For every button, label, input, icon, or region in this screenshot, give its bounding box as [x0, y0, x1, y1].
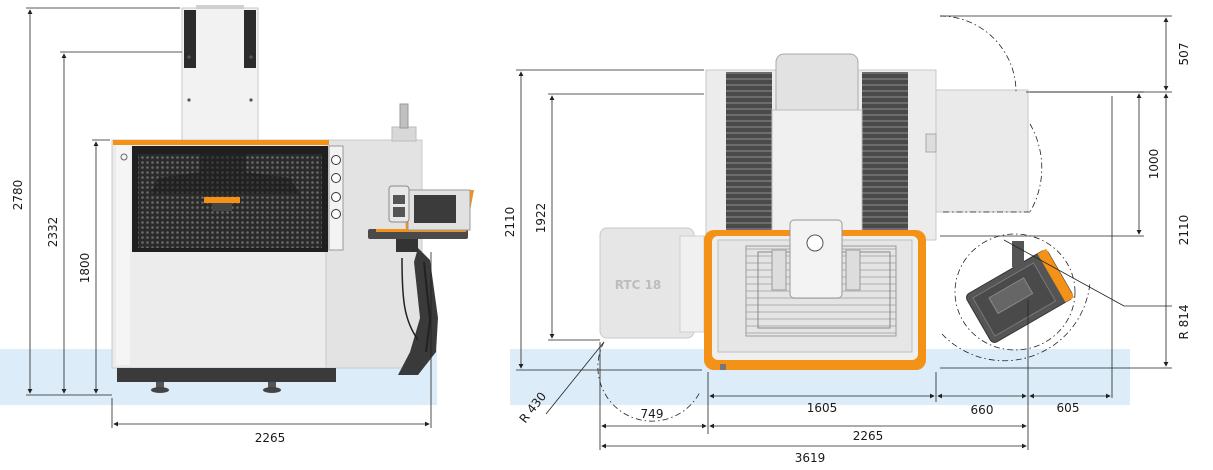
front-dimensions: [26, 7, 432, 428]
generator-cabinet: [935, 89, 1029, 213]
dim-cabinet-depth-label: 1000: [1147, 149, 1161, 180]
dim-height-total-label: 2780: [11, 180, 25, 211]
dim-rtc-width-label: 749: [641, 407, 664, 421]
machine-head-top: [775, 53, 859, 117]
machine-base: [117, 368, 336, 382]
front-view-machine: [111, 5, 474, 393]
dim-height-head-label: 2332: [46, 217, 60, 248]
control-monitor: [388, 185, 474, 232]
swing-arcs: [597, 15, 1091, 422]
top-dimensions: [516, 15, 1172, 450]
rtc-label: RTC 18: [615, 278, 662, 292]
top-view-machine: RTC 18: [599, 53, 1075, 370]
dim-panel-clearance-label: 605: [1057, 401, 1080, 415]
dim-radius-panel-label: R 814: [1177, 304, 1191, 339]
dim-depth-right-label: 2110: [1177, 215, 1191, 246]
dim-height-table-label: 1800: [78, 253, 92, 284]
dim-panel-offset-label: 660: [971, 403, 994, 417]
dim-width-front-top-label: 2265: [853, 429, 884, 443]
machine-top-accent: [113, 140, 329, 145]
dim-depth-machine-label: 1922: [534, 203, 548, 234]
dim-width-front-label: 2265: [255, 431, 286, 445]
dim-depth-total-label: 2110: [503, 207, 517, 238]
leader-radius-panel: [1003, 239, 1125, 307]
leader-radius-rtc: [545, 341, 605, 415]
machining-head: [789, 219, 843, 299]
dim-machine-width-label: 1605: [807, 401, 838, 415]
dim-width-total-label: 3619: [795, 451, 826, 465]
top-control-panel: [966, 241, 1075, 343]
dim-door-swing-label: 507: [1177, 43, 1191, 66]
